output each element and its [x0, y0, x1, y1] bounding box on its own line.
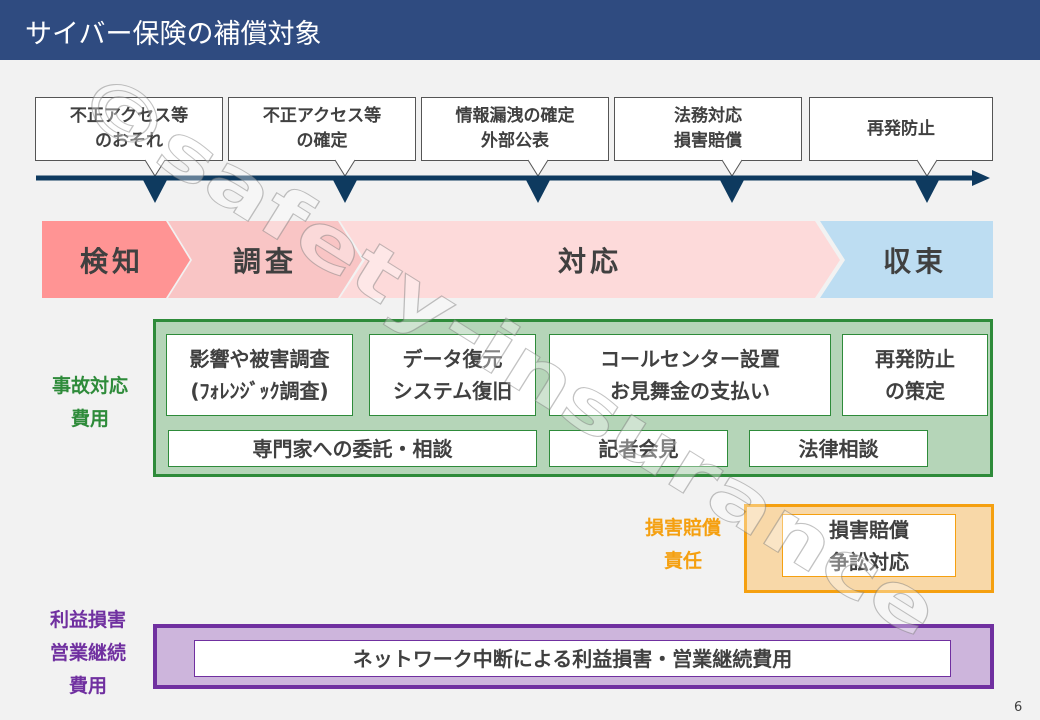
- liability-label: 損害賠償 責任: [644, 517, 721, 572]
- timeline-arrow: [36, 159, 993, 298]
- phase-investigation: 調査: [232, 244, 297, 278]
- page-number: 6: [1014, 700, 1023, 715]
- incident-item: コールセンター設置 お見舞金の支払い: [549, 334, 831, 416]
- incident-cost-label: 事故対応 費用: [51, 375, 128, 430]
- timeline-event: 再発防止: [809, 97, 993, 161]
- business-cost-label: 利益損害 営業継続 費用: [49, 609, 126, 697]
- incident-item: データ復元 システム復旧: [369, 334, 536, 416]
- phase-response: 対応: [557, 244, 622, 278]
- incident-item: 法律相談: [749, 430, 928, 467]
- timeline-event: 情報漏洩の確定 外部公表: [421, 97, 609, 161]
- incident-item: 影響や被害調査 (ﾌｫﾚﾝｼﾞｯｸ調査): [166, 334, 353, 416]
- phase-closure: 収束: [882, 244, 947, 278]
- header-bar: [0, 0, 1040, 60]
- incident-item: 記者会見: [549, 430, 728, 467]
- incident-item: 専門家への委託・相談: [168, 430, 537, 467]
- liability-item: 損害賠償 争訟対応: [782, 514, 956, 577]
- business-item: ネットワーク中断による利益損害・営業継続費用: [194, 640, 951, 677]
- timeline-event: 不正アクセス等 の確定: [228, 97, 416, 161]
- timeline-event: 法務対応 損害賠償: [614, 97, 802, 161]
- timeline-event: 不正アクセス等 のおそれ: [35, 97, 223, 161]
- page-title: サイバー保険の補償対象: [25, 19, 322, 50]
- phase-detection: 検知: [79, 244, 144, 278]
- incident-item: 再発防止 の策定: [842, 334, 988, 416]
